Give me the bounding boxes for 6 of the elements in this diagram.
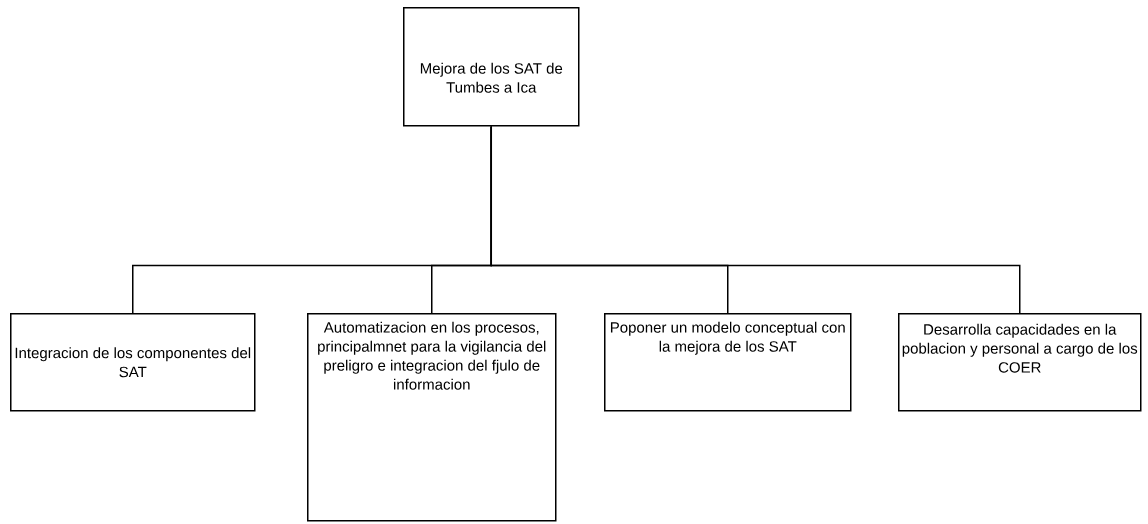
process-box: Automatizacion en los procesos, principalmnet para la vigilancia del preligro e integracion del fjulo de informacion [307,313,557,522]
process-box: Mejora de los SAT de Tumbes a Ica [403,7,580,127]
connector-line [490,125,1021,314]
process-box: Poponer un modelo conceptual con la mejora de los SAT [604,313,852,412]
process-box: Integracion de los componentes del SAT [10,313,256,412]
process-box: Desarrolla capacidades en la poblacion y personal a cargo de los COER [898,313,1142,412]
